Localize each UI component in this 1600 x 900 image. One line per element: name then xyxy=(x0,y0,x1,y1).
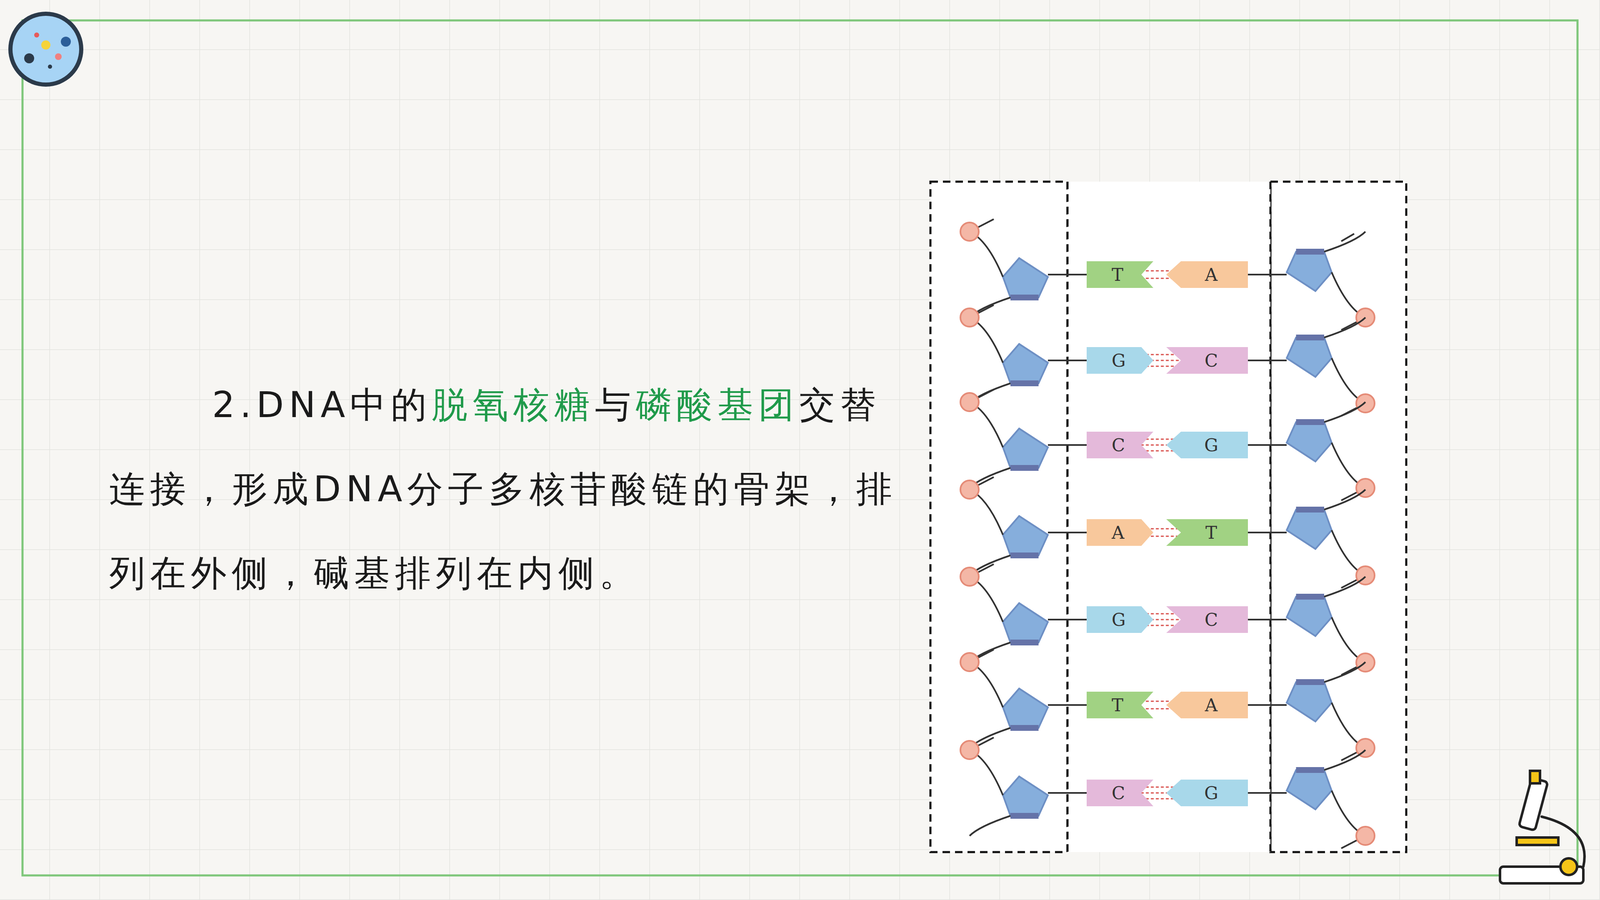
deoxyribose-pentagon xyxy=(1002,688,1048,729)
phosphate-circle xyxy=(1356,826,1375,845)
deoxyribose-pentagon xyxy=(1002,776,1048,817)
strand-backbone-box xyxy=(1270,181,1407,853)
deoxyribose-pentagon xyxy=(1002,603,1048,643)
glycosidic-bond xyxy=(1247,273,1287,276)
glycosidic-bond xyxy=(1247,359,1287,362)
base-letter: C xyxy=(1204,350,1218,371)
backbone-bond xyxy=(1341,233,1355,242)
backbone-bond xyxy=(1324,317,1366,338)
glycosidic-bond xyxy=(1047,531,1087,534)
nucleotide-base: G xyxy=(1086,606,1154,633)
body-paragraph: 2.DNA中的脱氧核糖与磷酸基团交替连接，形成DNA分子多核苷酸链的骨架，排列在… xyxy=(109,362,901,615)
phosphate-circle xyxy=(960,222,979,241)
backbone-bond xyxy=(1324,662,1366,683)
nucleotide-base: A xyxy=(1086,519,1154,546)
base-letter: G xyxy=(1111,350,1126,371)
dashed-edge xyxy=(1066,181,1069,853)
backbone-bond xyxy=(1324,489,1366,510)
deoxyribose-pentagon xyxy=(1286,682,1332,722)
backbone-bond xyxy=(1324,576,1366,597)
body-text: 与 xyxy=(595,383,636,426)
deoxyribose-pentagon xyxy=(1002,344,1048,384)
base-letter: T xyxy=(1205,522,1218,543)
backbone-bond xyxy=(1324,750,1366,770)
glycosidic-bond xyxy=(1247,704,1287,706)
glycosidic-bond xyxy=(1247,531,1287,534)
nucleotide-base: A xyxy=(1166,691,1248,719)
base-letter: G xyxy=(1111,609,1126,630)
phosphate-circle xyxy=(960,392,979,412)
dashed-edge xyxy=(1269,181,1272,853)
base-letter: T xyxy=(1111,695,1124,716)
glycosidic-bond xyxy=(1047,704,1087,706)
phosphate-circle xyxy=(1356,394,1375,413)
microscope-icon xyxy=(1500,770,1585,884)
base-letter: G xyxy=(1204,782,1219,804)
dish-icon xyxy=(8,11,84,87)
base-letter: A xyxy=(1205,264,1218,285)
backbone-bond xyxy=(1324,231,1366,252)
highlight-term: 磷酸基团 xyxy=(635,383,800,426)
deoxyribose-pentagon xyxy=(1286,251,1332,292)
nucleotide-base: A xyxy=(1166,261,1248,288)
base-letter: C xyxy=(1111,435,1125,456)
strand-backbone-box xyxy=(930,181,1068,853)
deoxyribose-pentagon xyxy=(1286,509,1332,550)
base-letter: G xyxy=(1204,435,1219,456)
deoxyribose-pentagon xyxy=(1286,596,1332,637)
base-letter: A xyxy=(1111,522,1125,543)
deoxyribose-pentagon xyxy=(1286,770,1332,810)
deoxyribose-pentagon xyxy=(1002,258,1048,298)
phosphate-circle xyxy=(960,480,979,499)
highlight-term: 脱氧核糖 xyxy=(431,383,595,426)
body-text: 2.DNA中的 xyxy=(212,383,432,426)
nucleotide-base: G xyxy=(1166,431,1248,459)
phosphate-circle xyxy=(960,567,979,586)
nucleotide-base: G xyxy=(1166,779,1248,807)
deoxyribose-pentagon xyxy=(1002,428,1048,469)
middle-ground xyxy=(1067,181,1271,853)
glycosidic-bond xyxy=(1047,359,1087,362)
deoxyribose-pentagon xyxy=(1286,422,1332,462)
backbone-bond xyxy=(969,815,1011,836)
glycosidic-bond xyxy=(1247,444,1287,446)
base-letter: C xyxy=(1111,782,1125,804)
base-letter: C xyxy=(1204,609,1218,630)
deoxyribose-pentagon xyxy=(1286,337,1332,378)
glycosidic-bond xyxy=(1047,792,1087,794)
glycosidic-bond xyxy=(1047,273,1087,276)
backbone-bond xyxy=(1324,402,1366,423)
phosphate-circle xyxy=(960,740,979,760)
base-letter: A xyxy=(1205,695,1218,716)
nucleotide-base: G xyxy=(1086,347,1154,374)
deoxyribose-pentagon xyxy=(1002,516,1048,556)
glycosidic-bond xyxy=(1247,618,1287,621)
base-letter: T xyxy=(1111,264,1124,285)
glycosidic-bond xyxy=(1247,792,1287,794)
glycosidic-bond xyxy=(1047,618,1087,621)
glycosidic-bond xyxy=(1047,444,1087,446)
phosphate-circle xyxy=(960,308,979,327)
phosphate-circle xyxy=(960,652,979,672)
